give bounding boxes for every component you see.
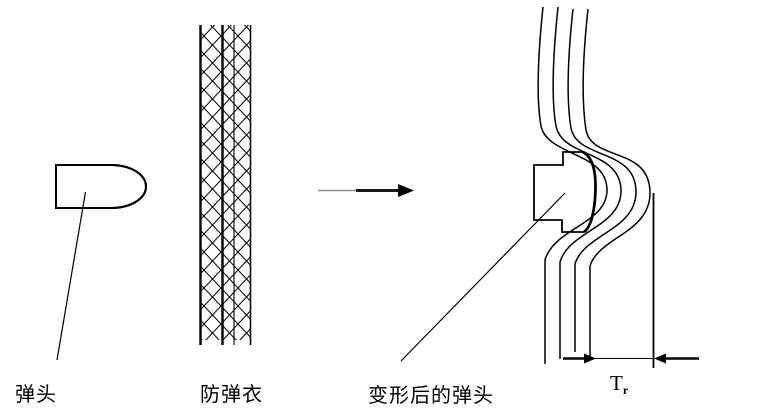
fabric-layer-line — [567, 8, 637, 352]
fabric-layer-line — [537, 6, 608, 364]
bullet-leader-line — [56, 191, 87, 361]
deformed-bullet-figure — [400, 150, 597, 362]
vest-crosshatch — [200, 25, 251, 340]
deformed-bullet-label: 变形后的弹头 — [368, 385, 494, 407]
deformed-bullet-leader-line — [400, 192, 566, 362]
bullet-nose — [112, 163, 148, 210]
bullet-label: 弹头 — [15, 384, 57, 406]
tr-dimension-label: Tr — [610, 371, 629, 397]
tr-subscript: r — [622, 383, 629, 397]
bullet-figure — [55, 163, 148, 361]
fabric-layer-line — [552, 6, 622, 359]
tr-symbol: T — [610, 371, 623, 395]
dimension-tr — [563, 193, 699, 368]
dimension-arrow-right-icon — [584, 353, 596, 364]
vest-label: 防弹衣 — [200, 384, 263, 406]
fabric-layers — [537, 6, 651, 364]
impact-right-arrow-icon — [318, 184, 414, 197]
deformed-bullet-head — [582, 150, 597, 234]
dimension-arrow-left-icon — [654, 353, 666, 364]
fabric-layer-line — [582, 8, 651, 359]
vest-figure — [199, 25, 252, 345]
bullet-body — [55, 164, 113, 209]
deformed-bullet-body — [533, 151, 584, 233]
